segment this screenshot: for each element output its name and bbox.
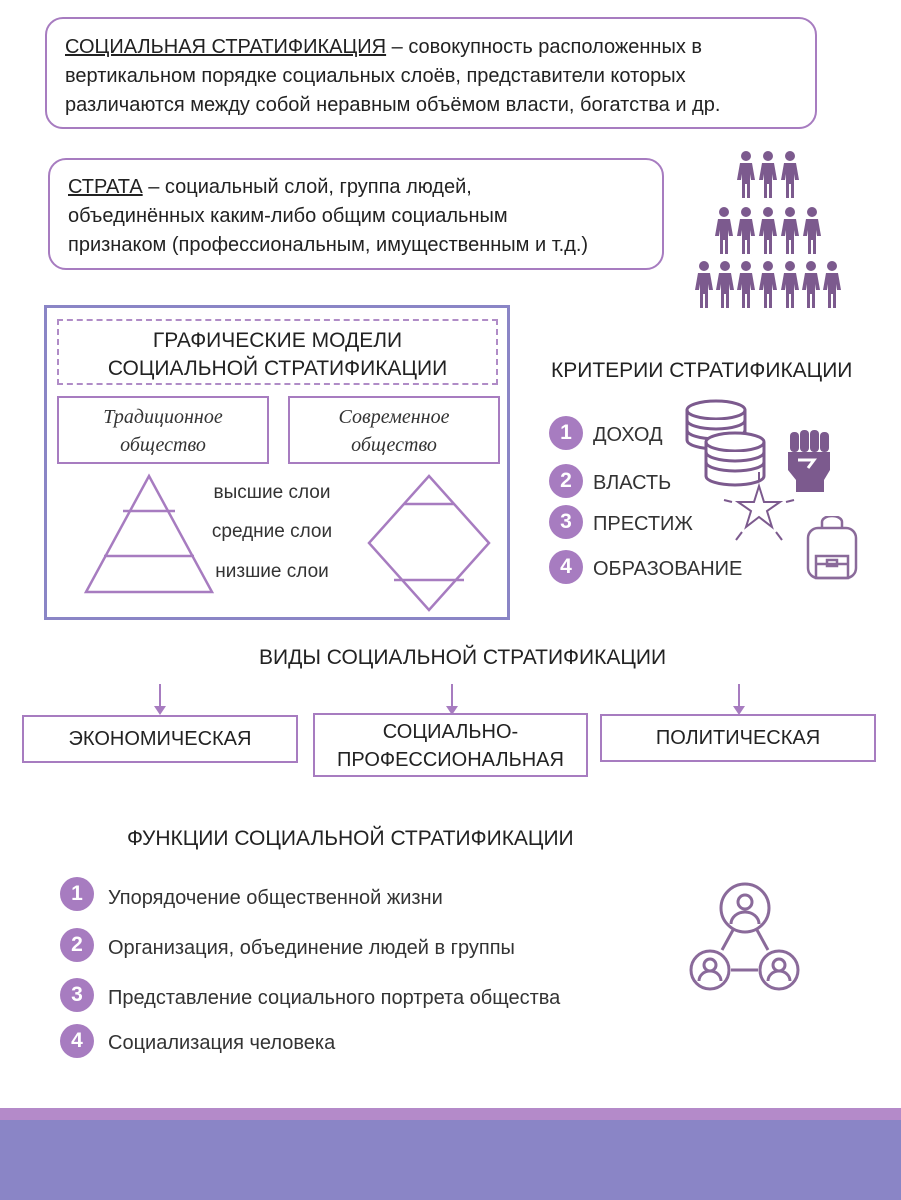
stratification-definition-line1: СОЦИАЛЬНАЯ СТРАТИФИКАЦИЯ – совокупность … — [65, 36, 703, 58]
function-number-1: 1 — [60, 877, 94, 911]
function-portrait-label: Представление социального портрета общес… — [108, 987, 561, 1009]
economic-type-box: ЭКОНОМИЧЕСКАЯ — [22, 715, 298, 763]
graphic-models-title: ГРАФИЧЕСКИЕ МОДЕЛИ СОЦИАЛЬНОЙ СТРАТИФИКА… — [57, 319, 498, 385]
graphic-models-panel: ГРАФИЧЕСКИЕ МОДЕЛИ СОЦИАЛЬНОЙ СТРАТИФИКА… — [44, 305, 510, 620]
stratification-term: СОЦИАЛЬНАЯ СТРАТИФИКАЦИЯ — [65, 36, 387, 58]
criteria-number-3: 3 — [549, 505, 583, 539]
function-socialization-label: Социализация человека — [108, 1032, 336, 1054]
function-number-3: 3 — [60, 978, 94, 1012]
pyramid-shape — [83, 473, 215, 594]
star-icon — [723, 472, 795, 541]
arrow-to-professional — [446, 684, 458, 715]
functions-title: ФУНКЦИИ СОЦИАЛЬНОЙ СТРАТИФИКАЦИИ — [127, 827, 574, 850]
types-title: ВИДЫ СОЦИАЛЬНОЙ СТРАТИФИКАЦИИ — [259, 646, 667, 669]
strata-definition-line1: СТРАТА – социальный слой, группа людей, — [68, 176, 472, 198]
criteria-number-2: 2 — [549, 464, 583, 498]
criteria-education-label: ОБРАЗОВАНИЕ — [593, 558, 743, 580]
footer-band-light — [0, 1108, 901, 1120]
function-number-4: 4 — [60, 1024, 94, 1058]
lower-layers-label: низшие слои — [215, 561, 329, 582]
political-type-box: ПОЛИТИЧЕСКАЯ — [600, 714, 876, 762]
criteria-power-label: ВЛАСТЬ — [593, 472, 672, 494]
traditional-society-box: Традиционное общество — [57, 396, 269, 464]
people-network-icon — [689, 882, 800, 991]
diamond-shape — [367, 474, 491, 612]
coins-icon — [685, 399, 766, 487]
stratification-definition-line2: вертикальном порядке социальных слоёв, п… — [65, 65, 686, 87]
criteria-number-4: 4 — [549, 550, 583, 584]
stratification-definition-box: СОЦИАЛЬНАЯ СТРАТИФИКАЦИЯ – совокупность … — [45, 17, 817, 129]
criteria-income-label: ДОХОД — [593, 424, 663, 446]
function-number-2: 2 — [60, 928, 94, 962]
function-organization-label: Организация, объединение людей в группы — [108, 937, 515, 959]
criteria-prestige-label: ПРЕСТИЖ — [593, 513, 693, 535]
strata-term: СТРАТА — [68, 176, 143, 198]
strata-definition-line2: объединённых каким-либо общим социальным — [68, 205, 508, 227]
people-pyramid-icon — [695, 151, 841, 308]
arrow-to-political — [733, 684, 745, 715]
modern-society-box: Современное общество — [288, 396, 500, 464]
strata-definition-box: СТРАТА – социальный слой, группа людей, … — [48, 158, 664, 270]
middle-layers-label: средние слои — [211, 521, 333, 542]
criteria-title: КРИТЕРИИ СТРАТИФИКАЦИИ — [551, 359, 853, 382]
upper-layers-label: высшие слои — [213, 482, 331, 503]
function-ordering-label: Упорядочение общественной жизни — [108, 887, 443, 909]
backpack-icon — [806, 516, 858, 580]
fist-icon — [788, 430, 830, 492]
strata-definition-line3: признаком (профессиональным, имущественн… — [68, 234, 589, 256]
arrow-to-economic — [154, 684, 166, 715]
social-professional-type-box: СОЦИАЛЬНО- ПРОФЕССИОНАЛЬНАЯ — [313, 713, 588, 777]
footer-band-dark — [0, 1120, 901, 1200]
criteria-number-1: 1 — [549, 416, 583, 450]
stratification-definition-line3: различаются между собой неравным объёмом… — [65, 94, 721, 116]
